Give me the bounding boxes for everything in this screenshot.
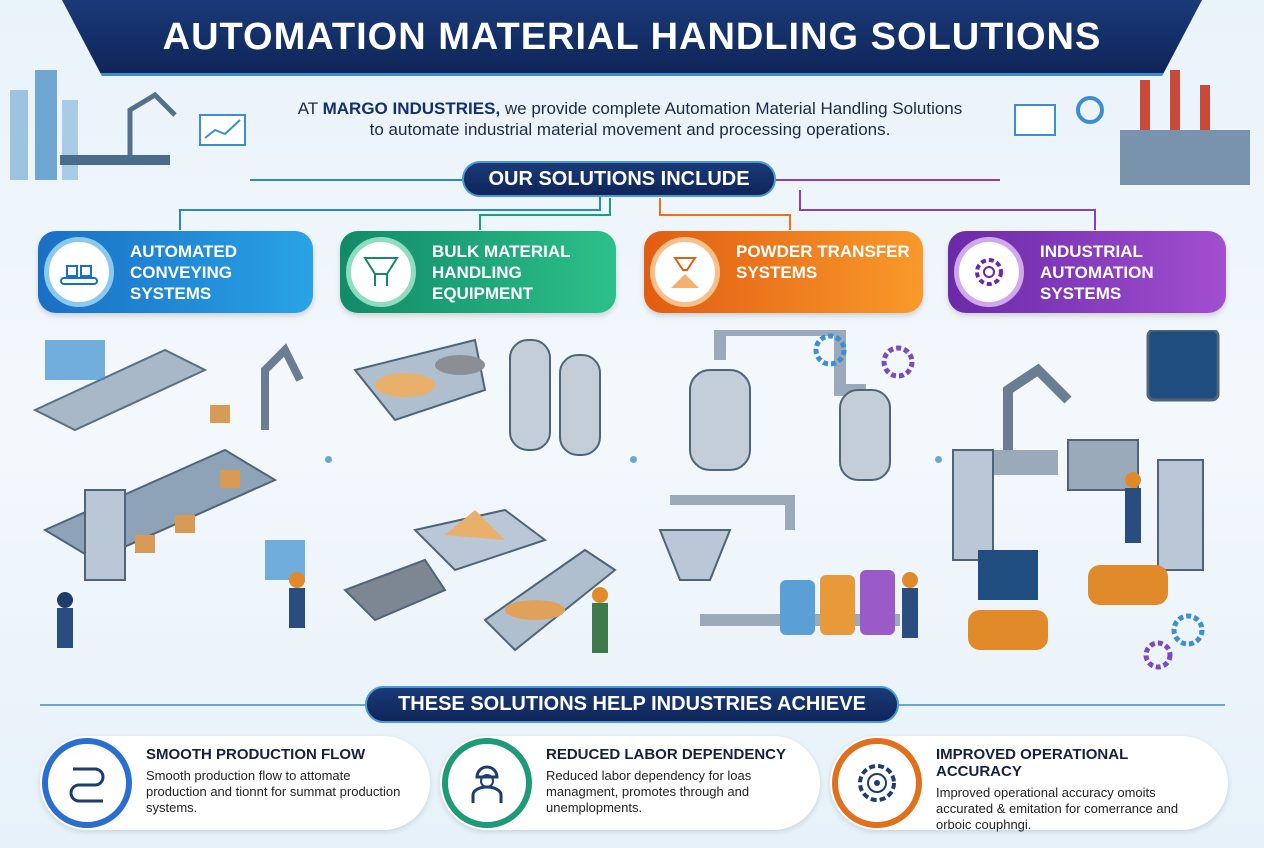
powder-transfer-illustration bbox=[658, 330, 918, 638]
divider-dot bbox=[325, 456, 332, 463]
city-skyline-illustration bbox=[10, 70, 246, 180]
benefit-card-labor: REDUCED LABOR DEPENDENCY Reduced labor d… bbox=[440, 736, 820, 830]
benefit-title: IMPROVED OPERATIONAL ACCURACY bbox=[936, 746, 1128, 780]
benefit-title: SMOOTH PRODUCTION FLOW bbox=[146, 746, 366, 763]
powder-funnel-icon bbox=[650, 237, 720, 307]
solution-bulk-material[interactable]: BULK MATERIAL HANDLING EQUIPMENT bbox=[340, 231, 616, 313]
solution-label: BULK MATERIAL HANDLING EQUIPMENT bbox=[432, 242, 571, 303]
benefit-text: Improved operational accuracy omoits acc… bbox=[936, 785, 1179, 832]
solution-label: AUTOMATED CONVEYING SYSTEMS bbox=[130, 242, 238, 303]
divider-dot bbox=[935, 456, 942, 463]
connector-lines bbox=[179, 179, 1096, 230]
benefit-text: Reduced labor dependency for loas managm… bbox=[546, 768, 752, 815]
intro-prefix: AT bbox=[297, 99, 323, 118]
conveyor-system-illustration bbox=[32, 340, 305, 648]
flow-path-icon bbox=[42, 738, 132, 828]
intro-text: AT MARGO INDUSTRIES, we provide complete… bbox=[250, 98, 1010, 140]
page-title: AUTOMATION MATERIAL HANDLING SOLUTIONS bbox=[162, 16, 1102, 58]
solutions-heading: OUR SOLUTIONS INCLUDE bbox=[462, 161, 776, 197]
bulk-material-illustration bbox=[343, 338, 617, 653]
conveyor-icon bbox=[44, 237, 114, 307]
factory-illustration bbox=[1014, 70, 1250, 185]
company-name: MARGO INDUSTRIES, bbox=[322, 99, 501, 118]
solution-powder-transfer[interactable]: POWDER TRANSFER SYSTEMS bbox=[644, 231, 923, 313]
divider-dot bbox=[630, 456, 637, 463]
solution-automated-conveying[interactable]: AUTOMATED CONVEYING SYSTEMS bbox=[38, 231, 313, 313]
intro-line-1: we provide complete Automation Material … bbox=[500, 99, 963, 118]
target-gear-icon bbox=[832, 738, 922, 828]
gear-icon bbox=[954, 237, 1024, 307]
worker-gear-icon bbox=[442, 738, 532, 828]
solution-industrial-automation[interactable]: INDUSTRIAL AUTOMATION SYSTEMS bbox=[948, 231, 1226, 313]
achieve-heading: THESE SOLUTIONS HELP INDUSTRIES ACHIEVE bbox=[365, 686, 899, 723]
title-banner bbox=[62, 0, 1202, 76]
industrial-automation-illustration bbox=[952, 330, 1220, 670]
benefit-card-smooth-flow: SMOOTH PRODUCTION FLOW Smooth production… bbox=[40, 736, 430, 830]
solution-label: INDUSTRIAL AUTOMATION SYSTEMS bbox=[1040, 242, 1154, 303]
intro-line-2: to automate industrial material movement… bbox=[369, 120, 891, 139]
benefit-title: REDUCED LABOR DEPENDENCY bbox=[546, 746, 787, 763]
benefit-text: Smooth production flow to attomate produ… bbox=[146, 768, 401, 815]
solution-label: POWDER TRANSFER SYSTEMS bbox=[736, 242, 910, 282]
benefit-card-accuracy: IMPROVED OPERATIONAL ACCURACY Improved o… bbox=[830, 736, 1228, 832]
hopper-icon bbox=[346, 237, 416, 307]
